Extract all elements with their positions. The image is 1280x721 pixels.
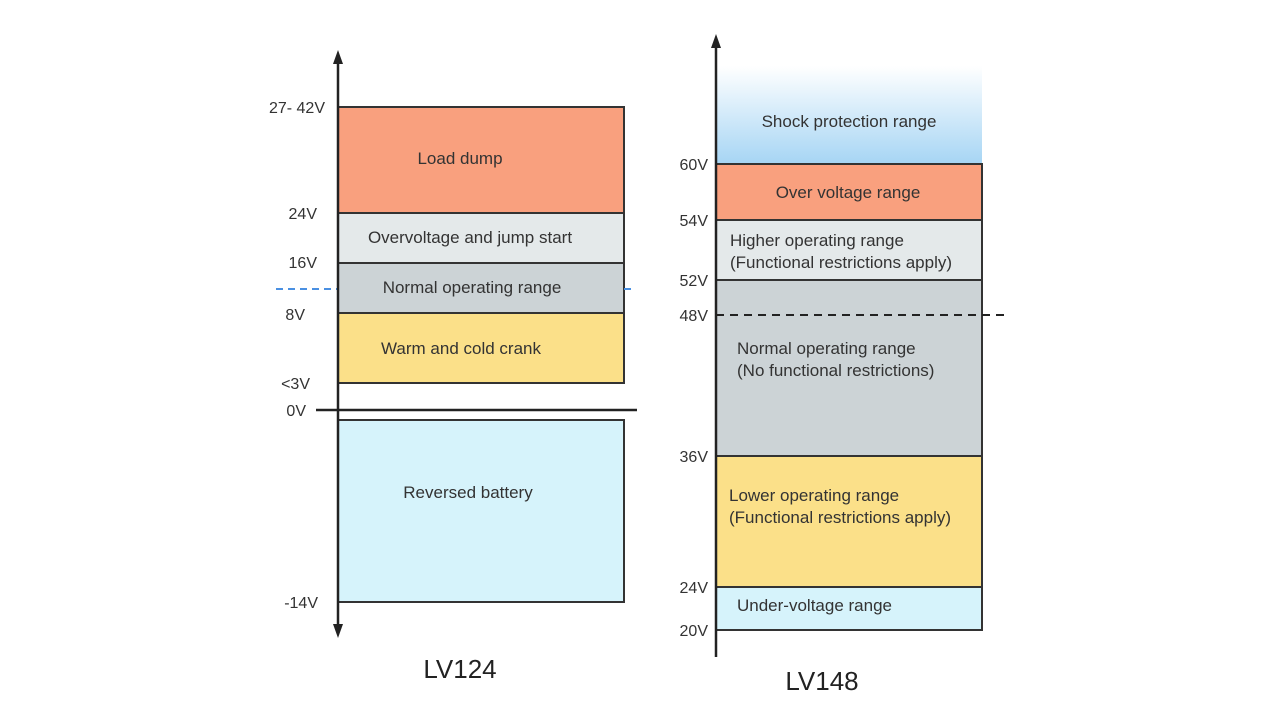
lv124-tick-label: 24V [289,206,318,223]
lv124-tick-label: <3V [281,376,310,393]
lv124-tick-label: 16V [289,255,318,272]
lv148-label-shock: Shock protection range [762,112,937,131]
lv124-axis-arrow-down-icon [333,624,343,638]
lv124-range-reversed [337,419,625,603]
lv148-label-higher: Higher operating range [730,231,904,250]
lv148-tick-label: 24V [680,580,709,597]
lv124-range-overvoltage [337,212,625,264]
lv124-label-load-dump: Load dump [417,149,502,168]
lv148-diagram: Shock protection range Over voltage rang… [680,34,1008,696]
lv148-tick-label: 52V [680,273,709,290]
lv124-label-overvoltage: Overvoltage and jump start [368,228,572,247]
lv148-label-undervoltage: Under-voltage range [737,596,892,615]
lv148-axis-arrow-up-icon [711,34,721,48]
lv148-tick-label: 48V [680,308,709,325]
lv124-title: LV124 [423,654,496,684]
lv148-range-higher [715,219,983,281]
lv148-sublabel-higher: (Functional restrictions apply) [730,253,952,272]
lv148-label-normal: Normal operating range [737,339,916,358]
lv148-range-shock [716,66,982,164]
lv148-range-overvoltage [715,163,983,221]
lv124-tick-label: 8V [285,307,305,324]
lv124-tick-label: 27- 42V [269,100,325,117]
lv148-title: LV148 [785,666,858,696]
lv148-sublabel-lower: (Functional restrictions apply) [729,508,951,527]
lv148-label-lower: Lower operating range [729,486,899,505]
lv124-diagram: Load dump Overvoltage and jump start Nor… [269,50,637,684]
lv148-tick-label: 36V [680,449,709,466]
lv148-tick-label: 54V [680,213,709,230]
lv148-range-undervoltage [715,586,983,631]
lv148-label-overvoltage: Over voltage range [776,183,921,202]
lv124-tick-label: 0V [286,403,306,420]
lv124-label-reversed: Reversed battery [403,483,533,502]
lv148-tick-label: 60V [680,157,709,174]
lv124-range-load-dump [337,106,625,214]
lv124-axis-arrow-up-icon [333,50,343,64]
lv148-sublabel-normal: (No functional restrictions) [737,361,934,380]
lv148-tick-label: 20V [680,623,709,640]
lv124-tick-label: -14V [284,595,318,612]
lv124-label-crank: Warm and cold crank [381,339,541,358]
lv124-range-crank [337,312,625,384]
lv124-label-normal: Normal operating range [383,278,562,297]
